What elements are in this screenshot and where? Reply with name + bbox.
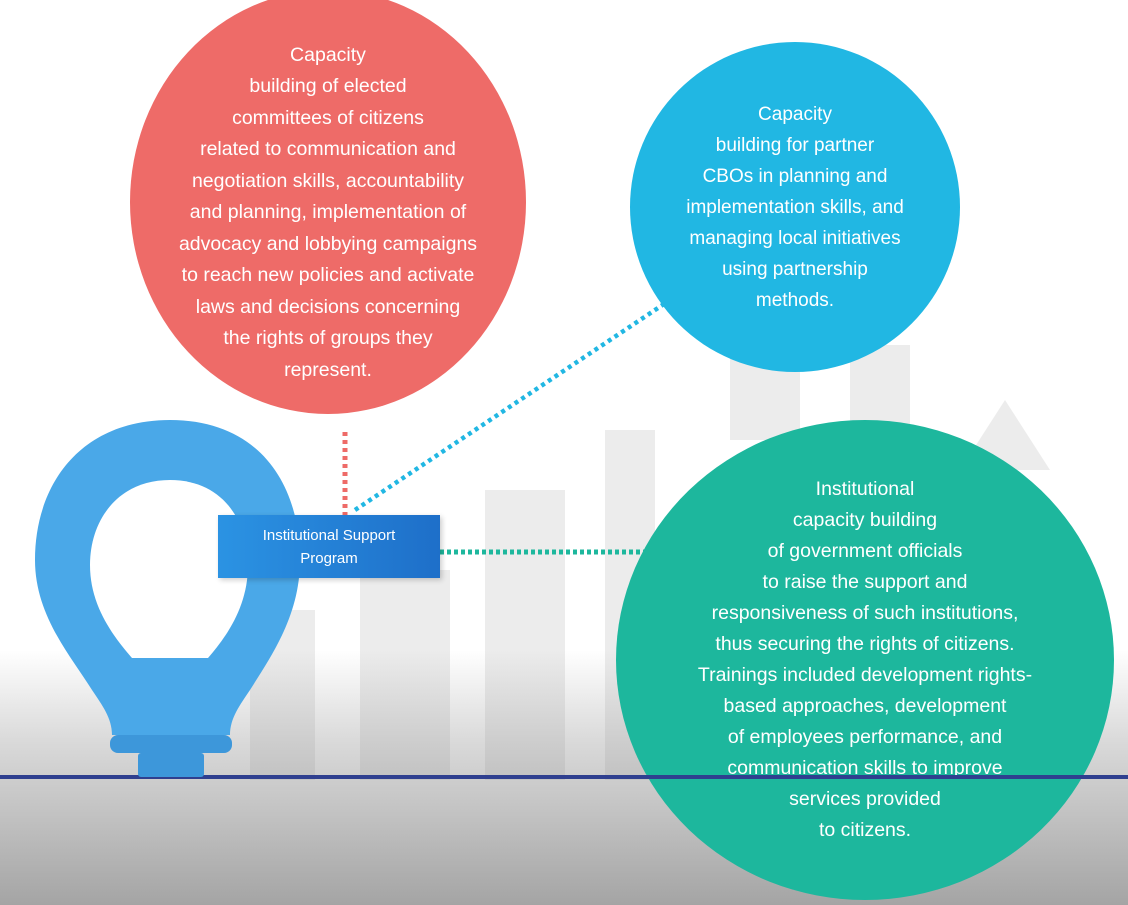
program-box: Institutional Support Program [218, 515, 440, 578]
node-red-text: Capacity building of elected committees … [178, 43, 478, 381]
node-blue-text: Capacity building for partner CBOs in pl… [686, 103, 904, 311]
node-circle-blue: Capacity building for partner CBOs in pl… [630, 42, 960, 372]
node-circle-red: Capacity building of elected committees … [130, 0, 526, 414]
connector-blue [353, 298, 672, 512]
node-circle-green: Institutional capacity building of gover… [616, 420, 1114, 900]
baseline [0, 775, 1128, 779]
node-green-text: Institutional capacity building of gover… [697, 478, 1033, 841]
program-label: Institutional Support Program [262, 526, 396, 567]
